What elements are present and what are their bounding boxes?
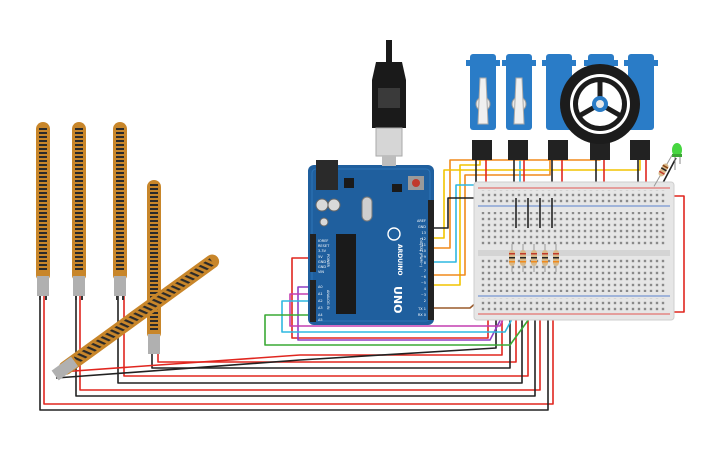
wire-red-bus-4	[157, 292, 517, 363]
wire-green-a3	[264, 281, 557, 346]
pin-label-gnd: GND	[418, 225, 426, 229]
arduino-logo	[387, 227, 401, 241]
pin-label-5v: 5V	[318, 255, 323, 259]
analog-header	[310, 280, 316, 322]
pin-label-a4: A4	[318, 313, 323, 317]
wire-yellow-d5	[430, 150, 641, 239]
wire-red-bus-1	[43, 292, 554, 405]
wire-black-bus-4	[151, 292, 511, 369]
resistor-4	[542, 244, 548, 272]
pin-label-aref: AREF	[417, 219, 426, 223]
pin-label-gnd2: GND	[318, 265, 326, 269]
breadboard	[473, 181, 675, 321]
wire-purple-a0	[297, 281, 521, 341]
pin-label-12: 12	[422, 237, 426, 241]
wire-red-bus-2	[79, 292, 541, 391]
wire-cyan-d11	[430, 150, 521, 263]
servo-2	[502, 54, 536, 160]
power-jack	[316, 160, 338, 190]
arduino-uno-board: ARDUINO UNO POWER ANALOG IN DIGITAL (PWM…	[308, 160, 434, 325]
flex-sensor-4	[147, 180, 161, 354]
pin-label-8: 8	[424, 261, 426, 265]
pin-label-3v3: 3.3V	[318, 249, 327, 253]
wire-black-bus-1	[39, 292, 549, 411]
usb-cable	[372, 40, 406, 166]
flex-sensor-5	[51, 254, 220, 381]
pin-label-rx: RX 0	[418, 313, 426, 317]
digital-header	[428, 200, 434, 320]
power-pin-labels: IOREF RESET 3.3V 5V GND GND VIN	[318, 239, 330, 274]
resistor-1	[509, 244, 515, 272]
pin-label-9: ~9	[421, 255, 426, 259]
arduino-model-label: UNO	[391, 286, 404, 314]
pin-label-11: ~11	[419, 243, 426, 247]
arduino-brand-label: ARDUINO	[396, 244, 403, 275]
pin-label-2: 2	[424, 299, 426, 303]
wire-black-bus-2	[75, 292, 536, 397]
resistors	[509, 244, 559, 272]
status-led	[672, 143, 682, 170]
power-label: POWER	[326, 254, 330, 268]
atmega-chip	[336, 234, 356, 314]
pin-label-a1: A1	[318, 292, 323, 296]
digital-pin-labels: AREF GND 13 12 ~11 ~10 ~9 8 7 ~6 ~5 4 ~3…	[417, 219, 427, 317]
pin-label-3: ~3	[421, 293, 426, 297]
digital-label: DIGITAL (PWM~)	[419, 238, 423, 268]
pin-label-6: ~6	[421, 275, 426, 279]
pin-label-4: 4	[424, 287, 427, 291]
servo-1	[466, 54, 500, 160]
analog-pin-labels: A0 A1 A2 A3 A4 A5	[318, 285, 323, 322]
pin-label-reset: RESET	[318, 244, 330, 248]
resistor-3	[531, 244, 537, 272]
led-resistor	[653, 154, 673, 187]
wire-black-bus-3	[117, 292, 523, 384]
pin-label-tx: TX 1	[417, 307, 426, 311]
pin-label-vin: VIN	[318, 270, 324, 274]
pin-label-13: 13	[422, 231, 426, 235]
pin-label-7: 7	[424, 269, 426, 273]
flex-sensors	[36, 122, 220, 381]
pin-label-ioref: IOREF	[318, 239, 328, 243]
analog-in-label: ANALOG IN	[326, 290, 330, 310]
power-header	[310, 234, 316, 272]
pin-label-5: ~5	[421, 281, 426, 285]
pin-label-a0: A0	[318, 285, 323, 289]
servo-wheel	[560, 64, 640, 144]
pin-label-gnd1: GND	[318, 260, 326, 264]
flex-sensor-3	[113, 122, 127, 300]
pin-label-a3: A3	[318, 306, 323, 310]
flex-sensor-2	[72, 122, 86, 300]
flex-sensor-1	[36, 122, 50, 300]
pin-label-a5: A5	[318, 318, 323, 322]
servos	[466, 54, 658, 160]
wire-orange-d10	[430, 150, 551, 276]
resistor-5	[553, 244, 559, 272]
wire-red-bus-3	[123, 292, 529, 377]
resistor-2	[520, 244, 526, 272]
pin-label-10: ~10	[419, 249, 426, 253]
pin-label-a2: A2	[318, 299, 323, 303]
